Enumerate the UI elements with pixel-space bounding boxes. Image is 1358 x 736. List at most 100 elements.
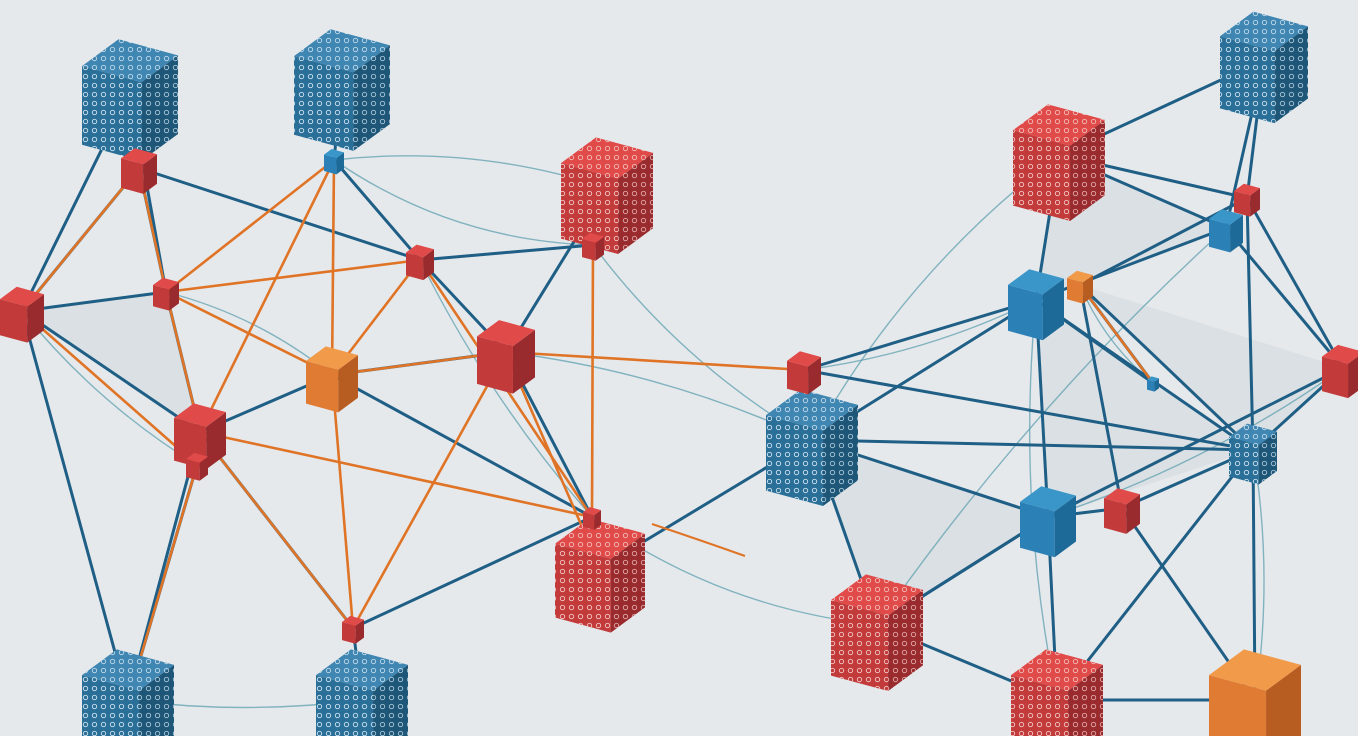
- cube-face-side: [1083, 275, 1093, 304]
- blue-edge: [20, 290, 168, 313]
- shaded-plane: [1080, 285, 1343, 450]
- cube-face-front: [186, 459, 200, 481]
- thin-connector: [1047, 367, 1344, 518]
- blue-edge: [351, 515, 594, 630]
- cube-face-top: [1234, 183, 1260, 196]
- cube-pattern: [1013, 130, 1071, 222]
- blue-edge: [1055, 448, 1255, 702]
- orange-edge: [590, 243, 595, 519]
- patterned-red-cube: [1013, 104, 1105, 222]
- cube-pattern: [610, 533, 645, 633]
- cube-face-top: [406, 244, 434, 258]
- cube-face-side: [143, 154, 157, 194]
- patterned-red-cube: [555, 518, 645, 633]
- blue-edge: [137, 166, 422, 262]
- cube-face-top: [1209, 209, 1243, 225]
- blue-edge: [332, 158, 422, 262]
- cube-face-front: [1322, 356, 1349, 399]
- orange-edge: [1078, 283, 1155, 385]
- cube-pattern: [139, 664, 174, 736]
- cube-pattern: [555, 543, 611, 633]
- cube-pattern: [831, 600, 889, 692]
- cube-pattern: [888, 589, 923, 692]
- orange-edge: [164, 158, 336, 294]
- cube-face-top: [1067, 270, 1093, 283]
- red-cube: [121, 148, 157, 194]
- cube-face-side: [423, 249, 434, 281]
- blue-edge: [1046, 366, 1345, 519]
- cube-face-side: [336, 152, 344, 175]
- red-cube: [186, 452, 208, 481]
- patterned-blue-cube: [316, 649, 408, 736]
- blue-edge: [802, 368, 1255, 452]
- cube-face-front: [121, 158, 144, 194]
- cube-face-top: [477, 320, 535, 347]
- orange-cube: [306, 346, 358, 413]
- orange-edge: [198, 158, 336, 434]
- cube-pattern: [294, 56, 354, 151]
- orange-edge: [164, 258, 422, 294]
- cube-pattern: [1229, 423, 1277, 446]
- cube-pattern: [373, 664, 408, 736]
- cube-face-top: [1104, 488, 1140, 505]
- orange-edge: [198, 430, 594, 519]
- blue-cube: [1020, 486, 1076, 558]
- cube-face-top: [1020, 486, 1076, 512]
- orange-edge: [20, 309, 199, 467]
- cube-face-front: [306, 360, 339, 413]
- cube-face-top: [787, 351, 821, 367]
- blue-cube: [324, 149, 344, 175]
- blue-edge: [1245, 196, 1345, 370]
- cube-face-top: [0, 286, 44, 307]
- cube-pattern: [82, 649, 174, 691]
- cube-face-front: [1234, 190, 1251, 217]
- shaded-plane: [1036, 300, 1253, 517]
- cube-face-front: [342, 622, 356, 644]
- red-cube: [1104, 488, 1140, 534]
- blue-edge: [20, 309, 202, 434]
- cube-face-side: [169, 282, 179, 311]
- red-cube: [477, 320, 535, 394]
- cube-pattern: [1068, 664, 1103, 736]
- cube-pattern: [1220, 11, 1308, 52]
- cube-face-top: [306, 346, 358, 370]
- blue-edge: [1078, 283, 1124, 510]
- orange-cube: [1067, 270, 1093, 304]
- cube-face-side: [1266, 664, 1301, 736]
- cube-pattern: [82, 66, 142, 161]
- orange-edge: [330, 158, 336, 377]
- cube-face-front: [1104, 498, 1127, 534]
- cube-face-side: [338, 355, 358, 413]
- cube-face-top: [186, 452, 208, 463]
- orange-edge: [198, 430, 355, 630]
- cube-face-top: [582, 232, 604, 243]
- cube-pattern: [561, 137, 653, 179]
- cube-face-top: [121, 148, 157, 165]
- orange-edge: [351, 350, 508, 630]
- blue-cube: [1147, 376, 1159, 392]
- cube-face-side: [206, 412, 226, 470]
- shaded-plane: [22, 292, 200, 432]
- patterned-red-cube: [1011, 649, 1103, 736]
- cube-pattern: [1011, 649, 1103, 691]
- cube-pattern: [555, 518, 645, 559]
- cube-face-side: [1230, 215, 1243, 253]
- cube-pattern: [1013, 104, 1105, 146]
- cube-face-top: [153, 277, 179, 290]
- cube-face-side: [355, 619, 364, 644]
- red-cube: [583, 507, 601, 530]
- cube-pattern: [141, 55, 178, 161]
- cube-pattern: [766, 415, 824, 507]
- cube-face-front: [1147, 379, 1155, 392]
- cube-pattern: [766, 389, 858, 431]
- cube-face-top: [1147, 376, 1159, 382]
- cube-pattern: [82, 675, 140, 736]
- blue-edge: [1078, 283, 1255, 452]
- cube-face-front: [1020, 501, 1055, 558]
- cube-face-side: [512, 329, 535, 394]
- red-cube: [1322, 344, 1358, 399]
- red-cube: [174, 403, 226, 470]
- cube-face-top: [324, 149, 344, 158]
- cube-face-top: [1322, 344, 1358, 364]
- network-cubes: [0, 11, 1358, 736]
